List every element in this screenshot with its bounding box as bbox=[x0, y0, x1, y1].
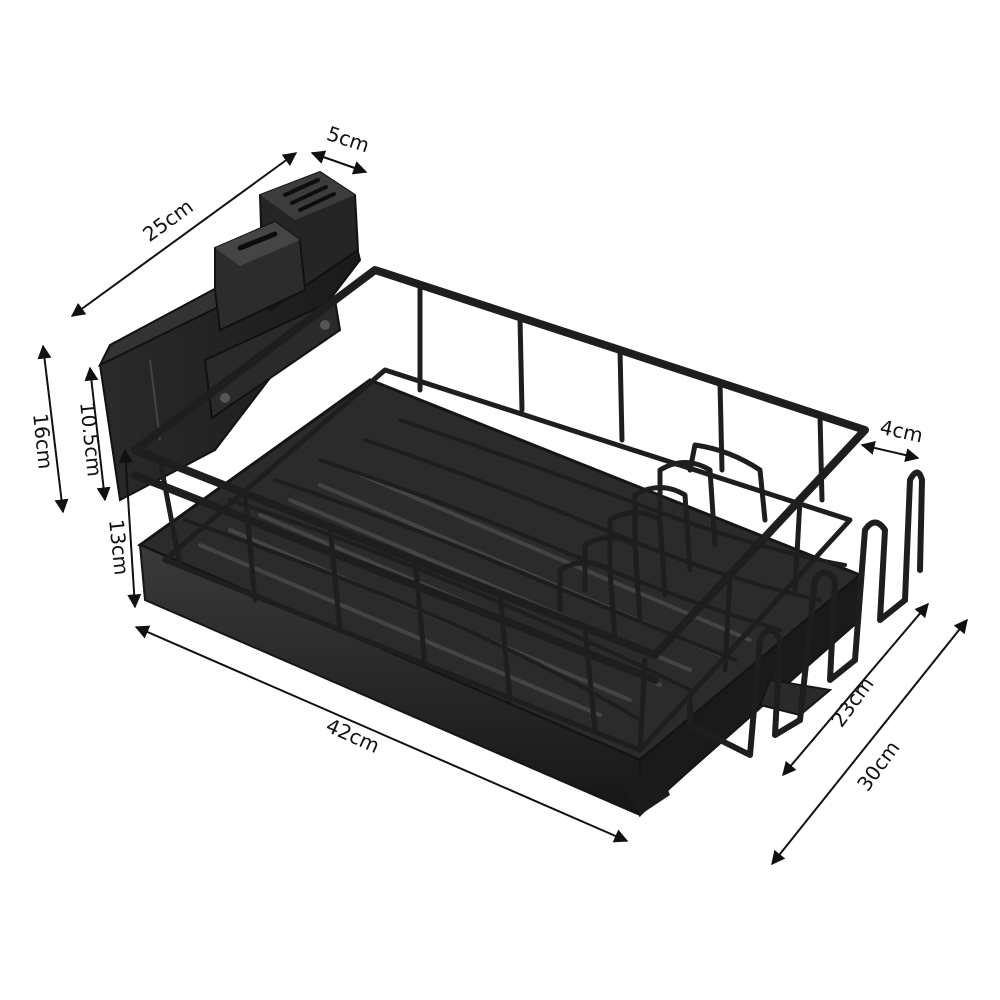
dimension-total-height: 16cm bbox=[28, 344, 69, 514]
label-total-width: 30cm bbox=[852, 736, 904, 795]
label-caddy-length: 25cm bbox=[138, 194, 197, 246]
label-caddy-depth: 5cm bbox=[324, 121, 373, 157]
label-total-height: 16cm bbox=[28, 412, 58, 470]
label-caddy-height: 10.5cm bbox=[75, 401, 107, 478]
wire-basket bbox=[131, 266, 925, 758]
label-rack-height: 13cm bbox=[104, 518, 134, 576]
dish-rack-product bbox=[97, 170, 925, 818]
label-rack-length: 42cm bbox=[322, 713, 383, 758]
dimension-caddy-height: 10.5cm bbox=[75, 366, 111, 502]
dimension-rack-height: 13cm bbox=[104, 448, 142, 609]
dimension-caddy-depth: 5cm bbox=[310, 121, 373, 175]
label-basket-width: 23cm bbox=[826, 672, 878, 731]
label-cup-holder-width: 4cm bbox=[878, 415, 925, 447]
dimension-cup-holder-width: 4cm bbox=[860, 415, 925, 462]
